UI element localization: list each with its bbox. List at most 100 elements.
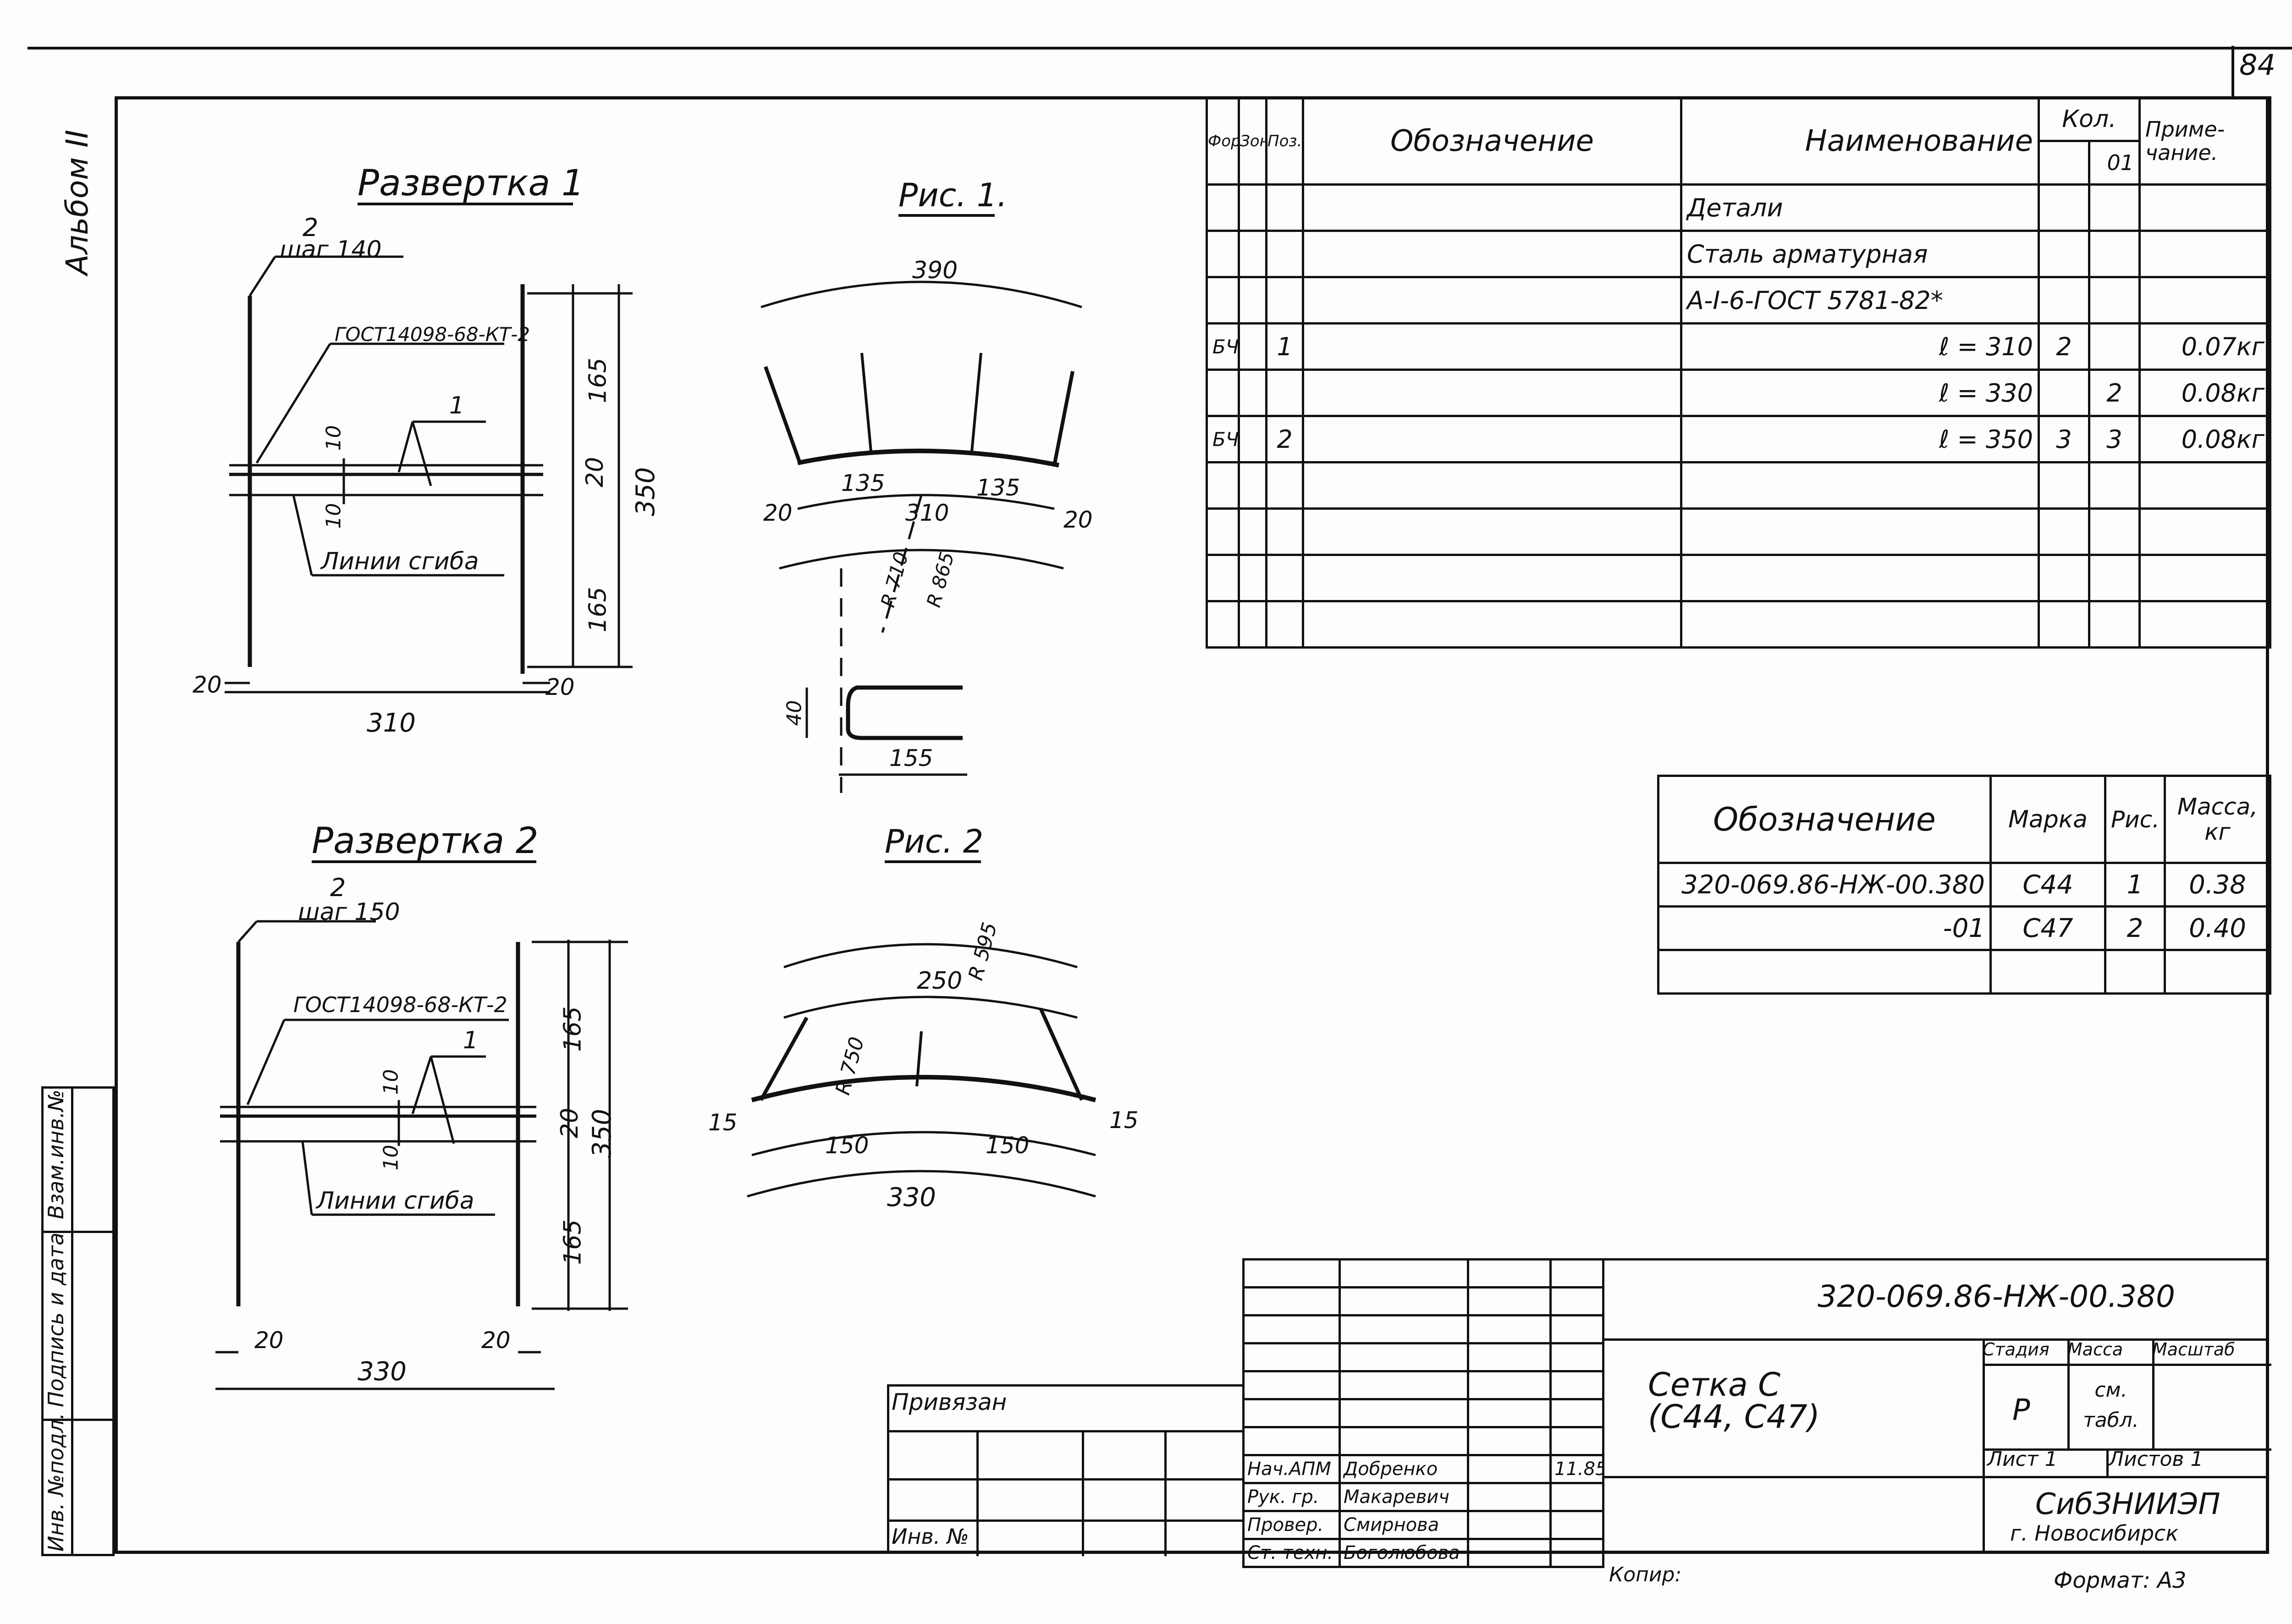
spec-cell-kol01 — [2088, 600, 2141, 649]
razvertka2-dim-width: 330 — [358, 1357, 407, 1387]
spec-cell-poz — [1265, 183, 1304, 232]
spec-cell-oboznachenie — [1302, 276, 1682, 325]
stamp-blank-cell — [1467, 1398, 1552, 1428]
ris2-right-seg: 150 — [986, 1132, 1030, 1159]
razvertka1-title: Развертка 1 — [358, 163, 584, 204]
spec-cell-kol01 — [2088, 322, 2141, 371]
razvertka2-leader-bend — [301, 1141, 313, 1215]
spec-cell-oboznachenie — [1302, 415, 1682, 463]
spec-cell-poz: 2 — [1265, 415, 1304, 463]
mass-table: Обозначение Марка Рис. Масса, кг 320-069… — [1657, 775, 2271, 995]
spec-cell-zona — [1238, 322, 1267, 371]
stamp-blank-cell — [1339, 1370, 1469, 1400]
razvertka1-gost-label: ГОСТ14098-68-КТ-2 — [335, 323, 530, 346]
ris2-right-end: 15 — [1109, 1107, 1139, 1134]
razvertka2-step-label: шаг 150 — [298, 898, 400, 926]
spec-cell-kol — [2038, 183, 2090, 232]
signer-row: Провер.Смирнова — [1242, 1510, 1604, 1540]
spec-row: А-I-6-ГОСТ 5781-82* — [1206, 276, 2271, 325]
spec-cell-note: 0.08кг — [2138, 415, 2271, 463]
signer-name: Добренко — [1339, 1454, 1469, 1484]
spec-cell-note — [2138, 230, 2271, 278]
page-number-box — [2231, 46, 2273, 97]
stamp-blank-row — [1242, 1398, 1604, 1428]
stamp-blank-cell — [1467, 1258, 1552, 1288]
signer-signature — [1467, 1482, 1552, 1512]
mass-cell-marka: С47 — [1989, 905, 2106, 951]
stamp-blank-cell — [1467, 1314, 1552, 1344]
ris2-inner-arc — [751, 1131, 1096, 1156]
spec-cell-format — [1206, 600, 1240, 649]
title-massa-header: Масса — [2067, 1339, 2123, 1360]
stamp-blank-cell — [1549, 1370, 1604, 1400]
spec-cell-poz — [1265, 600, 1304, 649]
spec-row: Детали — [1206, 183, 2271, 232]
razvertka2-bend-label: Линии сгиба — [316, 1187, 474, 1215]
title-name-line2: (С44, С47) — [1648, 1398, 1820, 1436]
razvertka2-dim-right: 20 — [481, 1327, 511, 1354]
ris2-outer-arc-top2 — [783, 996, 1078, 1019]
spec-cell-kol: 3 — [2038, 415, 2090, 463]
signer-role: Провер. — [1242, 1510, 1341, 1540]
spec-cell-poz — [1265, 507, 1304, 556]
razvertka1-leader-1b — [411, 421, 432, 486]
stamp-blank-cell — [1549, 1314, 1604, 1344]
spec-h-poz: Поз. — [1265, 96, 1304, 186]
spec-cell-poz — [1265, 554, 1304, 602]
razvertka2-pos1: 1 — [463, 1027, 479, 1054]
stamp-blank-row — [1242, 1314, 1604, 1344]
page-number: 84 — [2239, 48, 2275, 82]
razvertka1-dim-right: 20 — [545, 674, 575, 700]
razvertka1-leader-gost — [255, 343, 331, 464]
razvertka2-gost-label: ГОСТ14098-68-КТ-2 — [293, 992, 507, 1017]
spec-row — [1206, 600, 2271, 649]
razvertka2-dim-mid: 20 — [556, 1107, 584, 1139]
spec-cell-oboznachenie — [1302, 507, 1682, 556]
spec-cell-format: БЧ — [1206, 322, 1240, 371]
razvertka1-dim-left: 20 — [193, 672, 222, 698]
ris1-leg-right — [1052, 371, 1074, 466]
spec-cell-note: 0.07кг — [2138, 322, 2271, 371]
spec-cell-format — [1206, 507, 1240, 556]
razvertka2-dim-total: 350 — [587, 1109, 617, 1158]
stamp-blank-row — [1242, 1342, 1604, 1372]
spec-cell-kol01 — [2088, 461, 2141, 510]
title-block-main — [1602, 1258, 2271, 1554]
signer-name: Боголюбова — [1339, 1538, 1469, 1568]
ris2-chord-top: 250 — [917, 967, 963, 995]
spec-h-format: Формат — [1206, 96, 1240, 186]
spec-cell-zona — [1238, 600, 1267, 649]
razvertka1-dim-mid: 20 — [581, 457, 609, 488]
stamp-blank-cell — [1339, 1398, 1469, 1428]
razvertka1-pos-label: 2 — [303, 213, 319, 242]
ris2-leg-mid — [915, 1031, 923, 1087]
spec-cell-oboznachenie — [1302, 461, 1682, 510]
ris1-center-axis — [881, 495, 923, 633]
spec-cell-name — [1680, 461, 2040, 510]
spec-cell-zona — [1238, 554, 1267, 602]
stamp-blank-row — [1242, 1258, 1604, 1288]
spec-cell-kol — [2038, 507, 2090, 556]
spec-cell-format — [1206, 276, 1240, 325]
stamp-blank-cell — [1549, 1258, 1604, 1288]
stamp-blank-cell — [1339, 1426, 1469, 1456]
title-org: СибЗНИИЭП — [2035, 1487, 2220, 1521]
title-city: г. Новосибирск — [2010, 1521, 2179, 1546]
stamp-blank-cell — [1242, 1426, 1341, 1456]
razvertka2-leader-1a — [411, 1056, 432, 1114]
signer-name: Макаревич — [1339, 1482, 1469, 1512]
stamp-blank-cell — [1467, 1342, 1552, 1372]
razvertka2-dim-gap-bot: 10 — [379, 1145, 403, 1171]
stamp-blank-row — [1242, 1426, 1604, 1456]
privyazan-block — [887, 1384, 1245, 1556]
spec-cell-zona — [1238, 369, 1267, 417]
signer-role: Ст. техн. — [1242, 1538, 1341, 1568]
spec-cell-name — [1680, 507, 2040, 556]
stamp-blank-cell — [1339, 1258, 1469, 1288]
stamp-blank-cell — [1549, 1286, 1604, 1316]
spec-h-kol-blank — [2038, 140, 2090, 186]
spec-cell-note — [2138, 600, 2271, 649]
spec-cell-note — [2138, 461, 2271, 510]
